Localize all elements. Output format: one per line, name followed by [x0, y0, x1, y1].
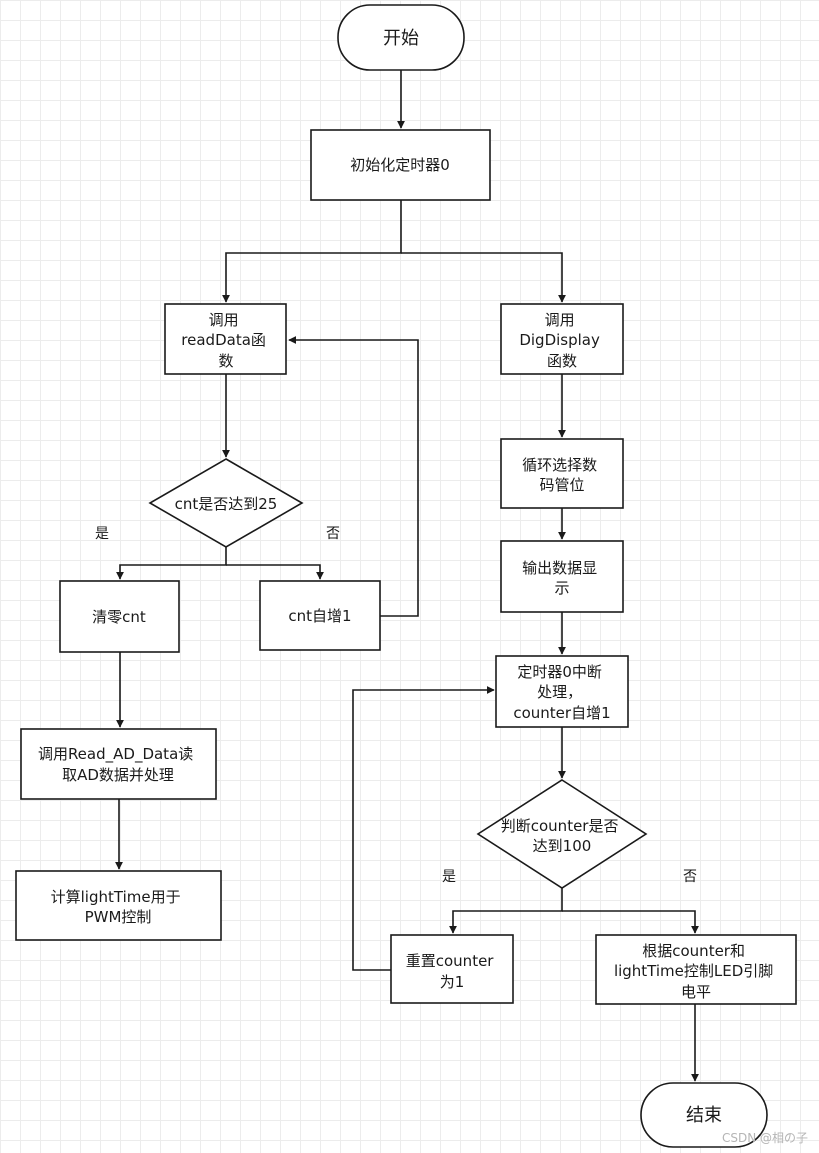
edge-countercheck-yes — [449, 888, 563, 934]
call-readdata-line-3: 数 — [218, 352, 233, 370]
cnt-inc-label: cnt自增1 — [288, 607, 351, 625]
edge-countercheck-no — [562, 910, 699, 934]
node-counter-check: 判断counter是否 达到100 — [476, 779, 648, 889]
node-end: 结束 — [640, 1082, 768, 1148]
call-digdisplay-label: 调用 DigDisplay 函数 — [519, 311, 604, 370]
cnt-inc-shape — [259, 580, 381, 651]
edge-reset-loop — [352, 686, 495, 971]
call-digdisplay-line-3: 函数 — [547, 352, 577, 370]
call-readdata-label: 调用 readData函 数 — [181, 311, 270, 370]
counter-check-line-2: 达到100 — [533, 837, 592, 855]
node-call-digdisplay: 调用 DigDisplay 函数 — [500, 303, 624, 375]
edge-check-yes — [116, 547, 227, 580]
cycle-select-label: 循环选择数 码管位 — [522, 456, 602, 494]
control-led-shape — [595, 934, 797, 1005]
output-display-shape — [500, 540, 624, 613]
cycle-select-shape — [500, 438, 624, 509]
node-call-readdata: 调用 readData函 数 — [164, 303, 287, 375]
edge-init-digdisplay — [401, 252, 566, 303]
node-init-timer: 初始化定时器0 — [310, 129, 491, 201]
node-calc-lighttime: 计算lightTime用于 PWM控制 — [15, 870, 222, 941]
edge-init-split — [222, 200, 402, 303]
reset-counter-label: 重置counter 为1 — [406, 952, 499, 991]
node-cnt-inc: cnt自增1 — [259, 580, 381, 651]
end-shape — [640, 1082, 768, 1148]
node-control-led: 根据counter和 lightTime控制LED引脚 电平 — [595, 934, 797, 1005]
node-output-display: 输出数据显 示 — [500, 540, 624, 613]
reset-counter-line-1: 重置counter — [406, 952, 495, 970]
call-read-ad-label: 调用Read_AD_Data读 取AD数据并处理 — [38, 745, 198, 784]
calc-lighttime-shape — [15, 870, 222, 941]
call-read-ad-shape — [20, 728, 217, 800]
output-display-label: 输出数据显 示 — [522, 559, 602, 597]
counter-check-line-1: 判断counter是否 — [501, 817, 619, 835]
start-shape — [337, 4, 465, 71]
calc-lighttime-label: 计算lightTime用于 PWM控制 — [51, 888, 186, 926]
init-timer-label: 初始化定时器0 — [350, 156, 450, 174]
label-cnt-no: 否 — [326, 526, 340, 542]
counter-check-shape — [476, 779, 648, 889]
timer-isr-line-2: 处理， — [537, 683, 582, 701]
call-read-ad-line-2: 取AD数据并处理 — [62, 766, 174, 784]
call-read-ad-line-1: 调用Read_AD_Data读 — [38, 745, 193, 764]
cycle-select-line-2: 码管位 — [539, 476, 584, 494]
control-led-line-3: 电平 — [681, 983, 711, 1001]
clear-cnt-label: 清零cnt — [92, 608, 146, 626]
timer-isr-shape — [495, 655, 629, 728]
call-digdisplay-shape — [500, 303, 624, 375]
node-cnt-check: cnt是否达到25 — [148, 458, 304, 548]
timer-isr-label: 定时器0中断 处理， counter自增1 — [513, 663, 610, 722]
reset-counter-line-2: 为1 — [440, 973, 465, 991]
node-timer-isr: 定时器0中断 处理， counter自增1 — [495, 655, 629, 728]
node-reset-counter: 重置counter 为1 — [390, 934, 514, 1004]
start-label: 开始 — [383, 28, 419, 49]
node-cycle-select: 循环选择数 码管位 — [500, 438, 624, 509]
reset-counter-shape — [390, 934, 514, 1004]
call-digdisplay-line-2: DigDisplay — [519, 331, 600, 349]
node-start: 开始 — [337, 4, 465, 71]
label-counter-no: 否 — [683, 869, 697, 885]
counter-check-label: 判断counter是否 达到100 — [501, 817, 624, 855]
timer-isr-line-3: counter自增1 — [513, 704, 610, 722]
call-readdata-shape — [164, 303, 287, 375]
control-led-line-1: 根据counter和 — [642, 942, 745, 960]
init-timer-shape — [310, 129, 491, 201]
edge-check-no — [226, 564, 324, 580]
call-readdata-line-2: readData函 — [181, 331, 266, 349]
timer-isr-line-1: 定时器0中断 — [517, 663, 602, 681]
label-counter-yes: 是 — [442, 869, 456, 885]
control-led-label: 根据counter和 lightTime控制LED引脚 电平 — [614, 942, 778, 1001]
control-led-line-2: lightTime控制LED引脚 — [614, 962, 773, 980]
edge-cntinc-loop — [288, 336, 419, 617]
edges — [115, 70, 699, 1082]
calc-lighttime-line-1: 计算lightTime用于 — [51, 888, 181, 906]
output-display-line-1: 输出数据显 — [522, 559, 597, 577]
calc-lighttime-line-2: PWM控制 — [85, 908, 152, 926]
watermark-text: CSDN @相の子 — [722, 1131, 808, 1145]
end-label: 结束 — [686, 1105, 722, 1126]
node-call-read-ad: 调用Read_AD_Data读 取AD数据并处理 — [20, 728, 217, 800]
output-display-line-2: 示 — [554, 579, 569, 597]
call-readdata-line-1: 调用 — [209, 311, 239, 329]
cycle-select-line-1: 循环选择数 — [522, 456, 597, 474]
cnt-check-shape — [148, 458, 304, 548]
call-digdisplay-line-1: 调用 — [545, 311, 575, 329]
cnt-check-label: cnt是否达到25 — [175, 495, 278, 513]
label-cnt-yes: 是 — [95, 526, 109, 542]
clear-cnt-shape — [59, 580, 180, 653]
node-clear-cnt: 清零cnt — [59, 580, 180, 653]
